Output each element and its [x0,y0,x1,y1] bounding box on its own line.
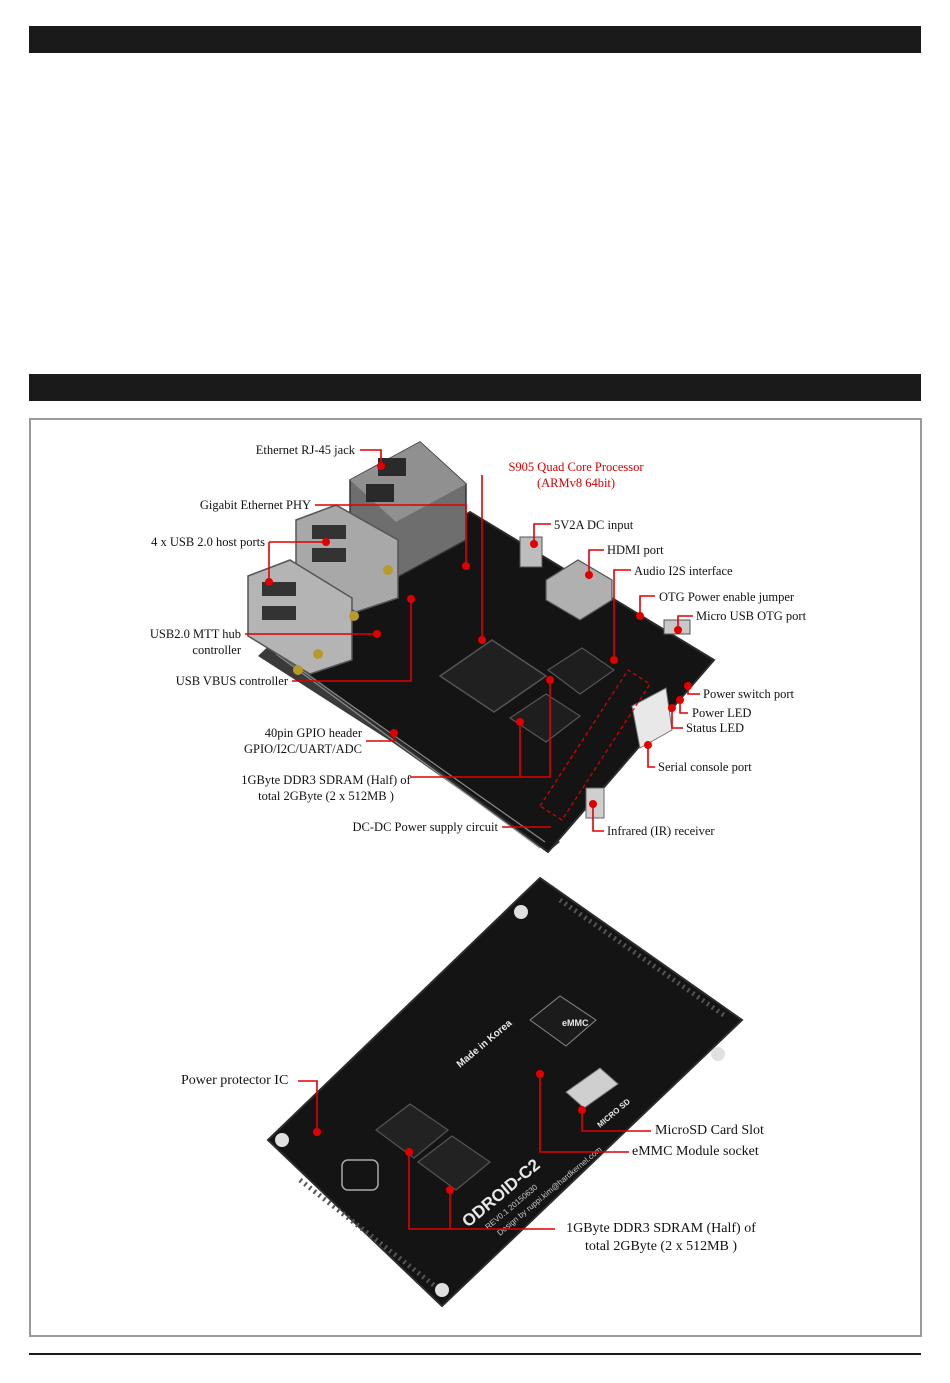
label-gpio-line2: GPIO/I2C/UART/ADC [243,742,362,756]
label-gpio-line1: 40pin GPIO header [264,726,362,740]
section-header-bar-top [29,26,921,53]
top-view-callout-dots [265,462,692,808]
label-status-led: Status LED [686,721,744,735]
label-ir-receiver: Infrared (IR) receiver [607,824,715,838]
label-dcdc: DC-DC Power supply circuit [352,820,498,834]
label-processor-line1: S905 Quad Core Processor [508,460,644,474]
footer-rule [29,1353,921,1355]
label-usb-host-ports: 4 x USB 2.0 host ports [151,535,265,549]
label-microsd-slot: MicroSD Card Slot [655,1123,764,1138]
label-micro-usb-otg: Micro USB OTG port [696,609,807,623]
label-ddr3-top-line1: 1GByte DDR3 SDRAM (Half) of [241,773,411,787]
label-dc-input: 5V2A DC input [554,518,634,532]
bottom-view-callout-lines [298,1074,651,1230]
label-usb-vbus: USB VBUS controller [175,674,288,688]
label-ddr3-top-line2: total 2GByte (2 x 512MB ) [258,789,394,803]
label-power-protector: Power protector IC [181,1073,289,1088]
label-usb-hub-line2: controller [192,643,241,657]
label-serial-console: Serial console port [658,760,752,774]
label-processor-line2: (ARMv8 64bit) [536,476,616,490]
label-power-led: Power LED [692,706,752,720]
label-gigabit-phy: Gigabit Ethernet PHY [199,498,311,512]
label-power-switch: Power switch port [703,687,794,701]
label-audio-i2s: Audio I2S interface [634,564,733,578]
top-board-photo [247,441,716,854]
section-header-bar-figure [29,374,921,401]
label-ethernet-jack: Ethernet RJ-45 jack [255,443,355,457]
label-emmc-socket: eMMC Module socket [632,1144,759,1159]
label-otg-jumper: OTG Power enable jumper [659,590,795,604]
label-ddr3-bottom-line1: 1GByte DDR3 SDRAM (Half) of [566,1221,756,1236]
bottom-view-callout-dots [313,1070,586,1194]
silkscreen-emmc: eMMC [562,1018,589,1028]
label-hdmi: HDMI port [607,543,664,557]
label-ddr3-bottom-line2: total 2GByte (2 x 512MB ) [584,1239,738,1254]
label-usb-hub-line1: USB2.0 MTT hub [149,627,241,641]
top-view-callout-lines [245,449,700,832]
